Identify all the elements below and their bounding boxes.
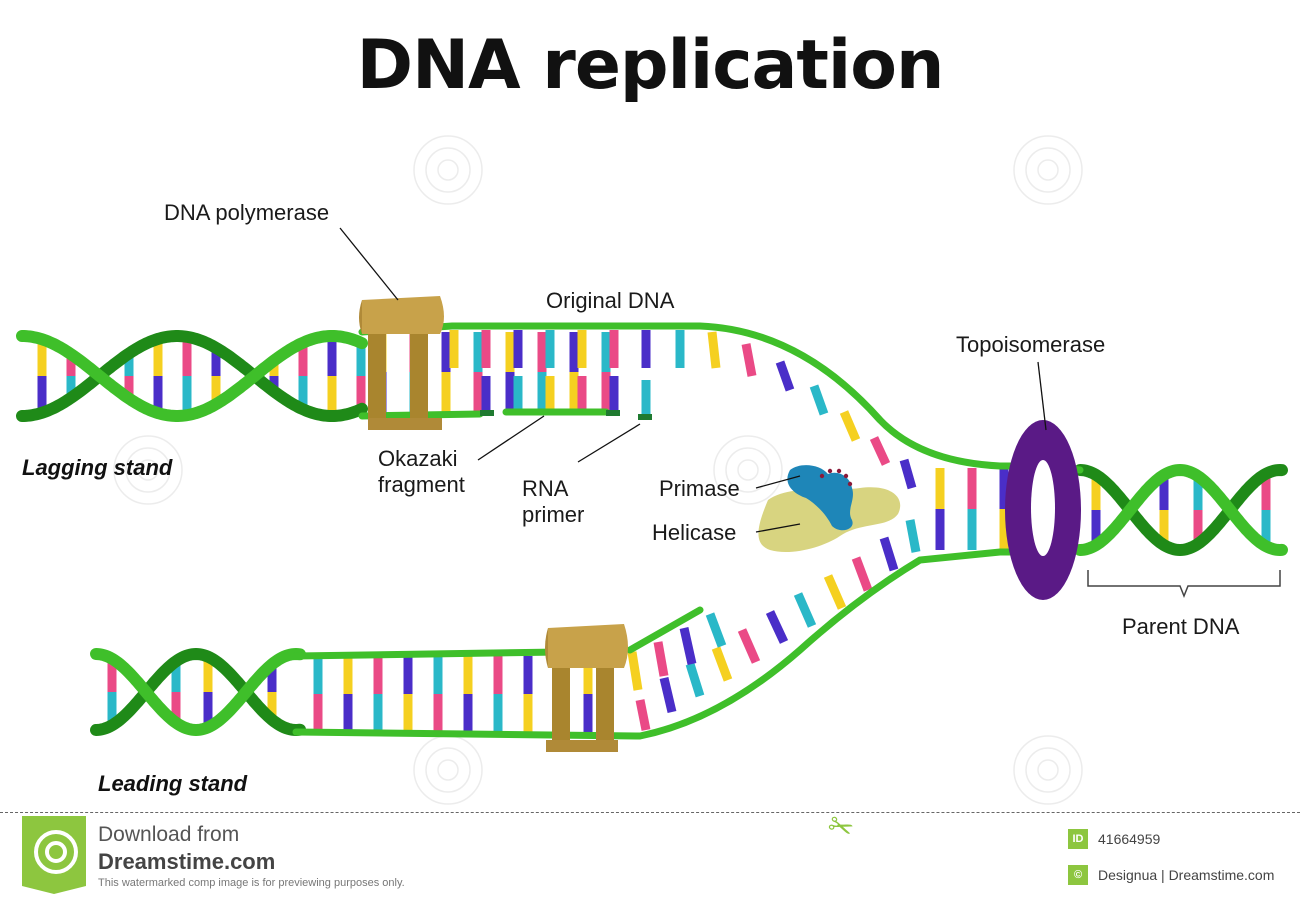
unpaired-base xyxy=(679,627,697,665)
unpaired-base xyxy=(823,574,847,610)
okazaki-leader xyxy=(477,415,545,461)
parent-backbone-front xyxy=(1074,463,1288,557)
unpaired-base xyxy=(659,676,677,714)
rna-primer-marker xyxy=(606,410,620,416)
unpaired-base xyxy=(653,641,669,677)
rna-primer-dots xyxy=(819,468,853,487)
unpaired-base xyxy=(851,556,873,592)
unpaired-base xyxy=(905,519,921,553)
sugar-phosphate-backbones xyxy=(16,322,1288,740)
helicase-leader xyxy=(755,523,801,533)
rna-primer-leader xyxy=(577,423,641,463)
parent-dna-brace xyxy=(1087,570,1281,599)
leading-backbone-front xyxy=(90,647,306,737)
polymerase-leader xyxy=(339,227,399,301)
topoisomerase-hole xyxy=(1031,460,1055,556)
watermark-footer: Download from Dreamstime.com This waterm… xyxy=(0,808,1300,903)
primase-enzyme xyxy=(787,465,853,531)
unpaired-base xyxy=(627,651,643,691)
unpaired-base xyxy=(705,612,727,648)
parent-backbone-back xyxy=(1074,463,1288,557)
unpaired-base xyxy=(775,360,795,392)
leading-backbone-back xyxy=(90,647,306,737)
unpaired-base xyxy=(765,610,789,644)
original-dna-label: Original DNA xyxy=(546,288,675,313)
dreamstime-logo-icon xyxy=(22,816,86,894)
rna-primer-marker xyxy=(638,414,652,420)
id-badge-icon: ID xyxy=(1068,829,1088,849)
parent-dna-label: Parent DNA xyxy=(1122,614,1240,639)
dna-polymerase-leading xyxy=(545,624,628,752)
unpaired-base xyxy=(793,592,817,628)
watermark-swirls xyxy=(113,135,1083,805)
site-name: Dreamstime.com xyxy=(98,849,276,874)
dna-polymerase-lagging xyxy=(359,296,444,430)
diagram-title: DNA replication xyxy=(356,26,945,105)
unpaired-base xyxy=(635,699,651,731)
leader-lines xyxy=(339,227,1047,533)
author-credit: Designua | Dreamstime.com xyxy=(1098,867,1275,883)
unpaired-base xyxy=(899,458,917,490)
unpaired-base xyxy=(707,331,721,369)
rna-primer-marker xyxy=(480,410,494,416)
lagging-strand-label: Lagging stand xyxy=(22,455,173,480)
leading-growing-strand xyxy=(626,606,704,654)
unpaired-base xyxy=(879,536,899,572)
lagging-backbone-front xyxy=(16,330,368,422)
rna-primer-label: RNA primer xyxy=(522,476,585,527)
okazaki-fragment-label: Okazaki fragment xyxy=(378,446,465,497)
unpaired-base xyxy=(869,436,891,466)
topoisomerase-label: Topoisomerase xyxy=(956,332,1106,357)
base-pairs xyxy=(37,330,1271,732)
copyright-icon: © xyxy=(1068,865,1088,885)
original-bottom-strand xyxy=(292,548,1044,740)
unpaired-base xyxy=(685,662,705,698)
scissors-icon: ✂ xyxy=(823,807,859,848)
original-top-strand xyxy=(358,322,1044,470)
topoisomerase-leader xyxy=(1037,361,1047,431)
lagging-backbone-back xyxy=(16,330,368,422)
leading-strand-label: Leading stand xyxy=(98,771,248,796)
unpaired-base xyxy=(839,410,861,442)
dna-polymerase-label: DNA polymerase xyxy=(164,200,330,225)
preview-notice: This watermarked comp image is for previ… xyxy=(98,877,405,889)
unpaired-base xyxy=(741,343,757,377)
unpaired-base xyxy=(711,646,733,682)
primase-label: Primase xyxy=(659,476,740,501)
unpaired-base xyxy=(809,384,829,416)
unpaired-base xyxy=(737,628,761,664)
primase-leader xyxy=(755,475,801,489)
image-id: 41664959 xyxy=(1098,831,1161,847)
helicase-label: Helicase xyxy=(652,520,737,545)
leading-new-strand xyxy=(292,648,564,660)
download-from-text: Download from xyxy=(98,823,240,846)
dna-replication-diagram xyxy=(16,135,1288,805)
